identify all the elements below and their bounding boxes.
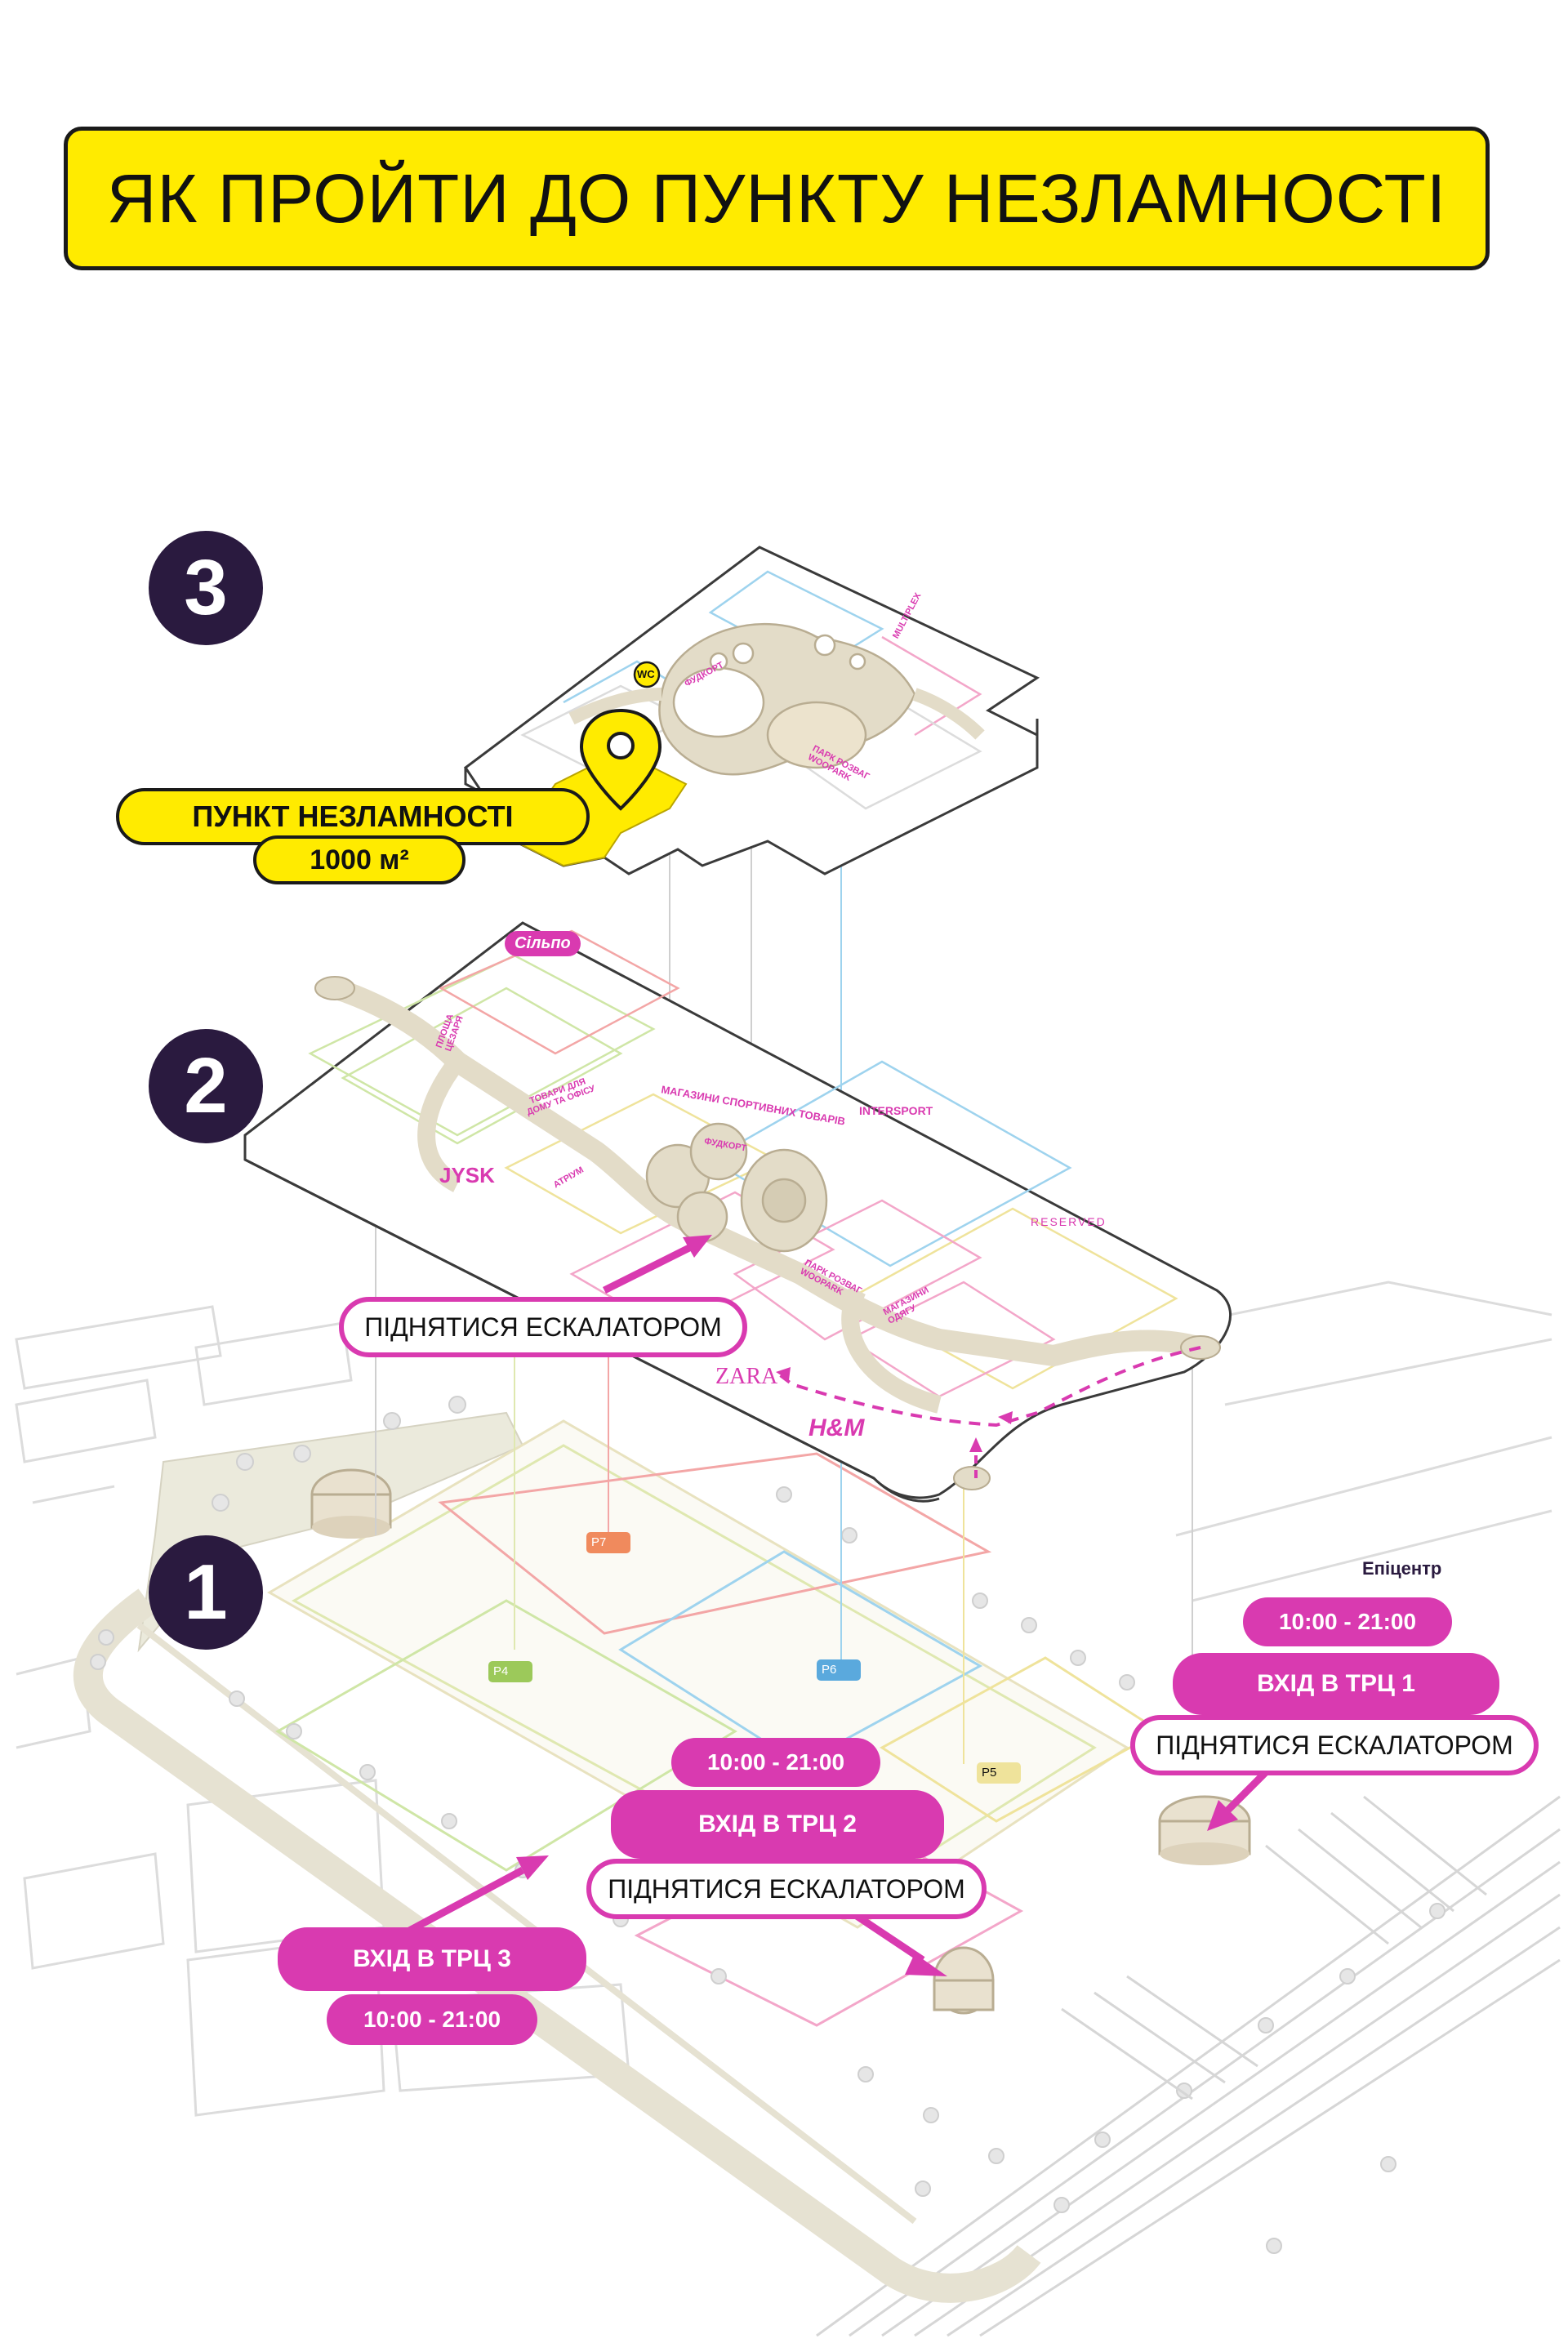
entrance-1-escalator: ПІДНЯТИСЯ ЕСКАЛАТОРОМ: [1130, 1715, 1539, 1775]
floor-badge-2: 2: [149, 1029, 263, 1143]
floor-badge-1: 1: [149, 1535, 263, 1650]
epicentr-label: Епіцентр: [1362, 1558, 1442, 1579]
parking-badges: [488, 1532, 1021, 1784]
silpo-logo: Сільпо: [505, 931, 581, 956]
floor-badge-3: 3: [149, 531, 263, 645]
escalator-floor2-label: ПІДНЯТИСЯ ЕСКАЛАТОРОМ: [339, 1297, 747, 1357]
parking-p5-label: P5: [982, 1766, 997, 1780]
jysk-label: JYSK: [439, 1163, 495, 1187]
zara-label: ZARA: [715, 1364, 778, 1389]
atrium-floor3: [658, 622, 916, 776]
wc-label: WC: [637, 668, 655, 680]
parking-p6-label: P6: [822, 1663, 837, 1677]
floor2-corridor: [324, 978, 1211, 1367]
page-title: ЯК ПРОЙТИ ДО ПУНКТУ НЕЗЛАМНОСТІ: [106, 159, 1447, 237]
hm-label: H&M: [808, 1414, 865, 1441]
entrance-2-name: ВХІД В ТРЦ 2: [611, 1790, 944, 1859]
entrance-dome-2: [933, 1946, 995, 2015]
entrance-1-hours: 10:00 - 21:00: [1243, 1597, 1452, 1646]
entrance-dome-left: [310, 1468, 392, 1539]
point-area-label: 1000 м²: [253, 835, 466, 884]
trees: [90, 1396, 1446, 2254]
atrium-floor2: [645, 1122, 828, 1253]
location-pin-icon: [579, 708, 662, 811]
title-banner: ЯК ПРОЙТИ ДО ПУНКТУ НЕЗЛАМНОСТІ: [64, 127, 1490, 270]
entrance-2-hours: 10:00 - 21:00: [671, 1738, 880, 1787]
floor3-corridor: [568, 688, 985, 740]
entrance-2-escalator: ПІДНЯТИСЯ ЕСКАЛАТОРОМ: [586, 1859, 987, 1919]
arrow-floor2-escalator: [602, 1241, 697, 1294]
arrow-entrance-2: [847, 1908, 925, 1963]
reserved-label: RESERVED: [1031, 1215, 1107, 1228]
floor2-edge: [244, 1158, 940, 1503]
parking-lot-right: [1061, 1795, 1487, 2100]
route-floor2: [774, 1346, 1201, 1428]
wc-icon: [633, 661, 661, 688]
entrance-1-name: ВХІД В ТРЦ 1: [1173, 1653, 1499, 1715]
arrow-entrance-3: [398, 1867, 525, 1939]
parking-p4-label: P4: [493, 1664, 509, 1678]
entrance-3-name: ВХІД В ТРЦ 3: [278, 1927, 586, 1991]
parking-p7-label: P7: [591, 1535, 607, 1549]
intersport-label: INTERSPORT: [859, 1104, 933, 1117]
entrance-3-hours: 10:00 - 21:00: [327, 1994, 537, 2045]
